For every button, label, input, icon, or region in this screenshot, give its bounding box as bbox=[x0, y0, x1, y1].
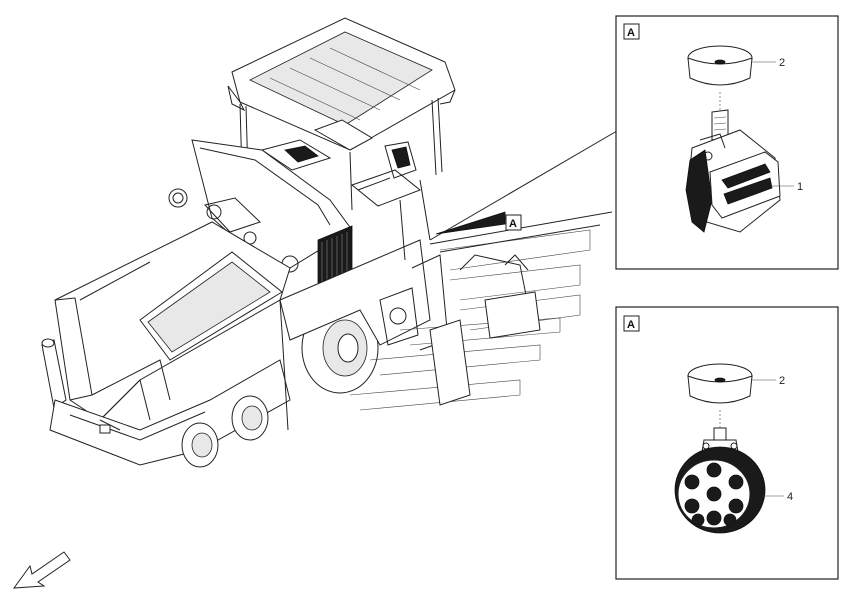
paver-machine-illustration: A bbox=[41, 17, 623, 468]
light-location-leaders bbox=[429, 127, 623, 253]
callout-leaders-top bbox=[752, 61, 794, 187]
view-marker: A bbox=[435, 211, 522, 235]
front-direction-arrow-icon bbox=[12, 551, 71, 589]
callout-number-rect-light: 1 bbox=[797, 181, 803, 193]
callout-number-cap: 2 bbox=[779, 57, 785, 69]
detail-a-bottom-tag: A bbox=[627, 319, 635, 331]
hydraulic-lines bbox=[279, 179, 431, 431]
detail-a-top-tag: A bbox=[627, 27, 635, 39]
detail-a-bottom-panel: A bbox=[615, 306, 839, 580]
callout-leaders-bottom bbox=[752, 379, 784, 497]
callout-number-cap-bottom: 2 bbox=[779, 375, 785, 387]
operator-platform bbox=[260, 139, 421, 207]
cap-part-bottom bbox=[687, 363, 753, 404]
material-hopper bbox=[54, 221, 291, 421]
round-work-light bbox=[674, 427, 766, 534]
cap-part bbox=[687, 45, 753, 86]
detail-a-top-panel: A 2 1 bbox=[615, 15, 839, 270]
screed-outline bbox=[349, 229, 591, 411]
front-wheels bbox=[181, 395, 269, 468]
operator-canopy-roof bbox=[227, 17, 456, 151]
side-frame bbox=[279, 239, 449, 351]
rectangular-work-light bbox=[685, 109, 781, 233]
push-roller bbox=[41, 338, 67, 409]
view-marker-label: A bbox=[509, 218, 517, 230]
chassis-frame bbox=[49, 359, 291, 466]
led-array bbox=[684, 462, 744, 527]
callout-number-round-light: 4 bbox=[787, 491, 793, 503]
